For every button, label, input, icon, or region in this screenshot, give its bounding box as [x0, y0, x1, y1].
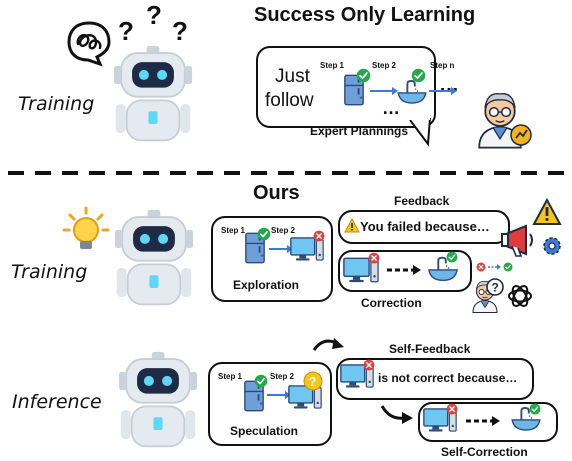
check-icon	[356, 68, 371, 83]
dashed-arrow-icon	[466, 416, 500, 426]
check-icon	[254, 374, 268, 388]
step-n-label: Step n	[430, 61, 455, 70]
ellipsis-below: …	[382, 98, 400, 118]
check-icon	[411, 68, 426, 83]
self-feedback-text: is not correct because…	[378, 371, 518, 385]
speculation-caption: Speculation	[230, 424, 299, 438]
correction-caption: Correction	[361, 296, 422, 310]
expert-bubble-tail	[409, 115, 431, 147]
follow-text: follow	[265, 90, 314, 111]
dashed-arrow-icon	[488, 264, 501, 270]
training-label-top: Training	[18, 93, 95, 115]
chatgpt-logo-icon	[508, 285, 532, 307]
warning-icon	[532, 197, 562, 225]
idea-badge-icon	[510, 124, 532, 146]
step-1-label: Step 1	[218, 372, 243, 381]
curved-arrow-icon	[312, 338, 344, 351]
step-2-label: Step 2	[270, 372, 295, 381]
arrow-icon	[429, 87, 457, 95]
check-icon	[446, 251, 458, 263]
step-1-label: Step 1	[221, 226, 246, 235]
curved-arrow-icon	[380, 405, 413, 424]
feedback-header: Feedback	[394, 194, 450, 208]
dashed-arrow-icon	[387, 265, 421, 275]
confused-speech-icon	[67, 21, 111, 67]
cross-icon	[476, 262, 486, 272]
feedback-bubble: You failed because…	[338, 210, 510, 244]
megaphone-icon	[501, 224, 533, 257]
self-correction-caption: Self-Correction	[441, 445, 528, 459]
arrow-icon	[267, 391, 291, 399]
training-label-ours: Training	[11, 261, 88, 283]
gear-icon	[543, 237, 561, 255]
robot-icon	[113, 208, 195, 308]
exploration-caption: Exploration	[233, 278, 300, 292]
cross-icon	[313, 230, 325, 242]
cross-icon	[368, 252, 380, 264]
question-badge-icon: ?	[303, 371, 323, 391]
help-circle-icon: ?	[486, 278, 504, 296]
step-2-label: Step 2	[372, 61, 397, 70]
expert-plannings-caption: Expert Plannings	[310, 124, 409, 138]
arrow-icon	[269, 245, 293, 253]
svg-text:?: ?	[309, 374, 317, 389]
arrow-icon	[370, 87, 398, 95]
step-2-label: Step 2	[271, 226, 296, 235]
exploration-bubble: Step 1 Step 2 Exploration	[211, 216, 333, 302]
section-divider	[8, 171, 566, 175]
lightbulb-icon	[62, 206, 110, 249]
check-icon	[503, 262, 513, 272]
ours-title: Ours	[253, 182, 300, 204]
just-text: Just	[275, 66, 310, 87]
cross-icon	[363, 359, 375, 371]
cross-icon	[446, 403, 458, 415]
check-icon	[529, 403, 541, 415]
sink-icon	[396, 80, 428, 104]
svg-text:?: ?	[492, 281, 499, 295]
warning-icon	[344, 217, 360, 233]
step-1-label: Step 1	[320, 61, 345, 70]
inference-label: Inference	[12, 391, 102, 413]
success-only-title: Success Only Learning	[254, 4, 476, 26]
check-icon	[257, 227, 271, 241]
robot-icon	[112, 44, 194, 144]
feedback-text: You failed because…	[360, 219, 490, 234]
self-feedback-header: Self-Feedback	[389, 342, 471, 356]
robot-icon	[117, 350, 199, 450]
